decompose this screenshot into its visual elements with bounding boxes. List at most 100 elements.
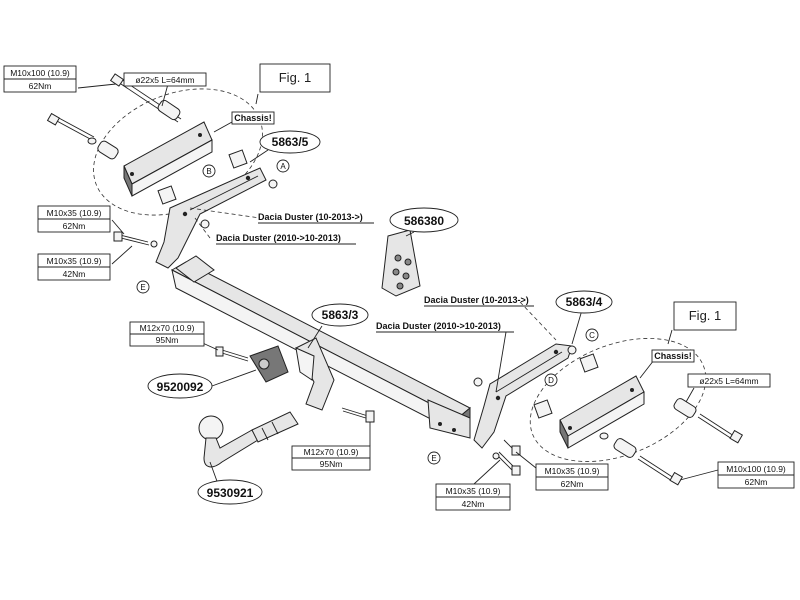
leader-9530921 [209, 461, 219, 485]
bolt-m10x35-bottom [492, 439, 521, 476]
nut-right-1 [473, 377, 483, 387]
callout-a-label: A [280, 162, 286, 171]
bolt-ml1-torque: 62Nm [63, 221, 86, 231]
callout-c-label: C [589, 331, 595, 340]
bolt-m10x35-left [113, 231, 158, 248]
label-box-chassis-tr [651, 349, 695, 363]
duster-b-right: Dacia Duster (2010->10-2013) [376, 321, 501, 331]
chassis-plate-left [123, 121, 213, 197]
callout-e-2 [427, 451, 441, 465]
callout-d [544, 373, 558, 387]
leader-fig-tr [667, 329, 673, 345]
chassis-tr-label: Chassis! [654, 351, 692, 361]
leader-duster-b-right [495, 331, 507, 393]
part-5863-5: 5863/5 [272, 135, 309, 149]
callout-b [202, 164, 216, 178]
spacer-tl-label: ø22x5 L=64mm [135, 75, 194, 85]
plate-586380 [381, 229, 421, 297]
callout-a [276, 159, 290, 173]
bolt-m12x70-center [341, 407, 375, 423]
label-box-chassis-tl [231, 111, 275, 125]
callout-d-label: D [548, 376, 554, 385]
duster-b-left: Dacia Duster (2010->10-2013) [216, 233, 341, 243]
callout-b-label: B [206, 167, 211, 176]
bolt-tl-spec: M10x100 (10.9) [10, 68, 70, 78]
chassis-tl-label: Chassis! [234, 113, 272, 123]
leader-duster-a-left [189, 207, 261, 219]
leader-spacer-tl [161, 83, 169, 107]
part-586380: 586380 [404, 214, 444, 228]
part-9520092: 9520092 [157, 380, 204, 394]
leader-9520092 [211, 369, 257, 387]
socket-bracket-9520092 [215, 345, 289, 383]
part-oval-9530921 [197, 479, 263, 505]
leader-m10x35-2 [111, 245, 133, 265]
callout-e-1 [136, 280, 150, 294]
leader-spacer-tr [685, 387, 695, 403]
part-5863-4: 5863/4 [566, 295, 603, 309]
callout-e-1-label: E [140, 283, 145, 292]
leader-m10x35-bm [473, 459, 501, 485]
fig1-box-tr [673, 301, 737, 331]
leader-5863-5 [249, 149, 269, 163]
bolt-br2-spec: M10x100 (10.9) [726, 464, 786, 474]
bolt-bm-torque: 42Nm [462, 499, 485, 509]
bolt-m10x100-right [637, 413, 744, 486]
part-oval-5863-4 [555, 290, 613, 314]
bolt-ml2-torque: 42Nm [63, 269, 86, 279]
bolt-br2-torque: 62Nm [745, 477, 768, 487]
fig1-title-tr: Fig. 1 [689, 308, 722, 323]
leader-m10x35-1 [111, 219, 125, 235]
nut-c-right [567, 345, 577, 355]
bolt-m12-2-spec: M12x70 (10.9) [304, 447, 359, 457]
duster-a-left: Dacia Duster (10-2013->) [258, 212, 363, 222]
leader-m10x35-br [515, 451, 537, 469]
side-bracket-right [473, 343, 573, 449]
square-plate-left-2 [157, 185, 177, 205]
leader-5863-3 [307, 325, 323, 349]
fig1-zone-right [529, 338, 707, 462]
chassis-plate-right [559, 375, 645, 449]
bolt-m12-2-torque: 95Nm [320, 459, 343, 469]
callout-e-2-label: E [431, 454, 436, 463]
label-box-spacer-tl [123, 72, 207, 87]
spacer-tr-label: ø22x5 L=64mm [699, 376, 758, 386]
bolt-br1-torque: 62Nm [561, 479, 584, 489]
duster-a-right: Dacia Duster (10-2013->) [424, 295, 529, 305]
bolt-ml1-spec: M10x35 (10.9) [47, 208, 102, 218]
leader-fig-tl [255, 93, 259, 105]
part-9530921: 9530921 [207, 486, 254, 500]
nut-a-left [268, 179, 278, 189]
callout-c [585, 328, 599, 342]
bolt-m12-1-spec: M12x70 (10.9) [140, 323, 195, 333]
bolt-tl-torque: 62Nm [29, 81, 52, 91]
part-oval-5863-5 [259, 130, 321, 154]
square-plate-right-2 [533, 399, 553, 419]
leader-chassis-tl [213, 121, 233, 133]
part-5863-3: 5863/3 [322, 308, 359, 322]
spacer-tube-right [599, 398, 697, 458]
label-box-spacer-tr [687, 373, 771, 388]
square-plate-right-1 [579, 353, 599, 373]
bolt-m10x100-left-lower [46, 112, 119, 160]
bolt-ml2-spec: M10x35 (10.9) [47, 256, 102, 266]
nut-bracket-left [200, 219, 210, 229]
leader-5863-4 [571, 309, 583, 345]
part-oval-5863-3 [311, 303, 369, 327]
leader-m10x100-br [679, 469, 719, 481]
tow-ball-9530921 [198, 411, 299, 468]
bolt-m12-1-torque: 95Nm [156, 335, 179, 345]
spacer-tube-left [157, 99, 181, 121]
square-plate-left-1 [228, 149, 248, 169]
leader-bolt-tl [77, 83, 117, 89]
bolt-bm-spec: M10x35 (10.9) [446, 486, 501, 496]
leader-duster-a-right [519, 301, 557, 341]
part-oval-586380 [389, 207, 459, 233]
crossbar-5863-3 [170, 255, 471, 439]
bolt-br1-spec: M10x35 (10.9) [545, 466, 600, 476]
leader-chassis-tr [639, 359, 655, 379]
side-bracket-left [155, 167, 267, 269]
part-oval-9520092 [147, 373, 213, 399]
leader-586380 [405, 231, 415, 237]
